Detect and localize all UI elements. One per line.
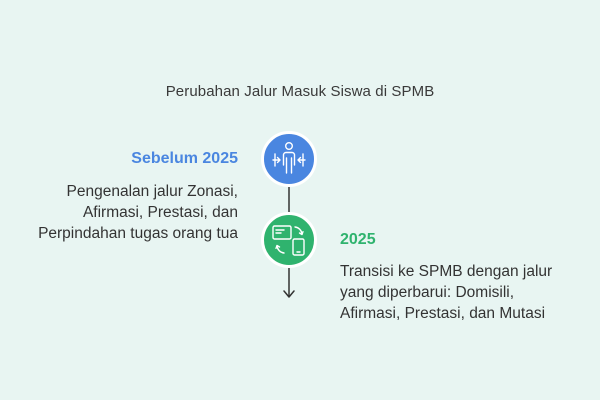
step-heading-2025: 2025 xyxy=(340,231,376,248)
step-description-2025: Transisi ke SPMB dengan jalur yang diper… xyxy=(340,261,590,324)
description-line: Pengenalan jalur Zonasi, xyxy=(66,183,238,200)
person-arrows-icon xyxy=(272,141,306,174)
description-line: Afirmasi, Prestasi, dan xyxy=(82,204,238,221)
step-node-sebelum-2025 xyxy=(261,131,317,187)
step-heading-sebelum-2025: Sebelum 2025 xyxy=(131,150,238,167)
description-line: Transisi ke SPMB dengan jalur xyxy=(340,263,553,280)
description-line: Afirmasi, Prestasi, dan Mutasi xyxy=(340,305,546,322)
step-description-sebelum-2025: Pengenalan jalur Zonasi, Afirmasi, Prest… xyxy=(0,181,238,244)
step-node-2025 xyxy=(261,212,317,268)
devices-sync-icon xyxy=(272,225,305,256)
arrow-down-icon xyxy=(283,290,295,298)
description-line: yang diperbarui: Domisili, xyxy=(340,284,515,301)
description-line: Perpindahan tugas orang tua xyxy=(38,225,238,242)
diagram-title: Perubahan Jalur Masuk Siswa di SPMB xyxy=(165,83,435,100)
